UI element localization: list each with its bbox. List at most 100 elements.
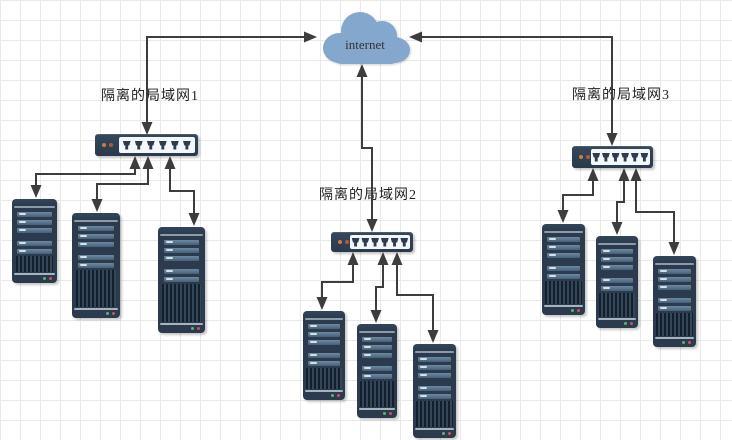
internet-cloud-node[interactable]: internet [318,8,412,68]
vent-grill [545,281,582,304]
ethernet-port-icon [158,140,167,150]
drive-bay-led [310,333,318,335]
switch-port-panel [118,137,195,153]
connector-line [146,36,304,122]
drive-bay [308,332,340,337]
drive-bay [547,253,580,258]
server-node-lan1-2[interactable] [72,213,120,318]
drive-bay-led [165,249,173,251]
switch-node-lan3[interactable] [572,146,653,168]
drive-bay-led [420,358,428,360]
connector-lan1-internet[interactable] [141,31,318,136]
vent-grill [599,293,635,317]
drive-bay-led [660,307,668,309]
connector-switch3-server7[interactable] [557,168,599,223]
server-bottom-trim [543,305,584,307]
connector-switch1-server3[interactable] [164,156,200,226]
server-top-trim [415,351,454,353]
lan-label-2[interactable]: 隔离的局域网2 [319,188,417,203]
server-node-lan2-1[interactable] [303,311,345,400]
drive-bay [308,361,340,366]
power-led-green-icon [43,277,46,280]
drive-bay-led [363,346,371,348]
drive-bay [163,256,200,261]
drive-bay-led [310,341,318,343]
switch-node-lan1[interactable] [95,134,198,156]
connector-switch3-server8[interactable] [611,168,630,235]
arrowhead-icon [129,156,141,169]
drive-bay-led [603,279,611,281]
drive-bay [418,373,451,378]
vent-grill [416,401,453,427]
connector-lan3-internet[interactable] [409,31,618,147]
drive-bay [601,265,633,270]
power-led-red-icon [112,312,115,315]
drive-bay [658,285,691,290]
switch-led-icon [586,155,590,159]
drive-bay [658,306,691,311]
server-bottom-trim [414,428,455,430]
power-led-red-icon [197,327,200,330]
arrowhead-icon [587,168,599,181]
arrowhead-icon [668,242,680,255]
server-node-lan1-1[interactable] [12,199,57,283]
vent-grill [656,313,693,336]
connector-line [375,265,384,310]
power-led-red-icon [688,341,691,344]
connector-switch2-server4[interactable] [316,252,359,310]
ethernet-port-icon [390,237,399,247]
drive-bay-led [310,325,318,327]
server-top-trim [544,231,583,233]
vent-grill [75,270,117,307]
lan-label-1[interactable]: 隔离的局域网1 [101,89,199,104]
drive-bay-led [310,354,318,356]
server-node-lan3-1[interactable] [542,224,585,315]
drive-bay-led [549,254,557,256]
server-node-lan2-3[interactable] [413,344,456,438]
drive-bay-led [79,235,87,237]
connector-switch2-server5[interactable] [370,252,389,323]
ethernet-port-icon [592,152,601,162]
drive-bay [658,277,691,282]
connector-line [616,181,625,222]
drive-bay [547,266,580,271]
arrowhead-icon [370,310,382,323]
drive-bay-led [310,362,318,364]
drive-bay [77,242,115,247]
connector-line [635,181,675,242]
connector-switch2-server6[interactable] [391,252,439,343]
server-top-trim [14,206,55,208]
connector-switch3-server9[interactable] [630,168,680,255]
drive-bay-led [549,246,557,248]
server-node-lan3-2[interactable] [596,236,638,328]
cloud-label: internet [345,37,385,52]
connector-lan2-internet[interactable] [356,64,378,232]
drive-bay-led [603,250,611,252]
power-led-green-icon [331,394,334,397]
drive-bay [77,255,115,260]
connector-line [35,169,136,185]
power-led-green-icon [383,412,386,415]
switch-port-panel [349,235,410,249]
ethernet-port-icon [182,140,191,150]
switch-node-lan2[interactable] [331,232,413,252]
server-node-lan1-3[interactable] [158,227,205,333]
connector-switch1-server1[interactable] [30,156,141,198]
connector-line [321,265,354,297]
drive-bay [658,298,691,303]
vent-grill [161,284,202,322]
server-node-lan2-2[interactable] [357,324,397,418]
drive-bay [17,241,52,246]
drive-bay-led [660,286,668,288]
lan-label-3[interactable]: 隔离的局域网3 [572,88,670,103]
drive-bay [418,365,451,370]
drive-bay-led [79,264,87,266]
drive-bay-led [165,270,173,272]
server-node-lan3-3[interactable] [653,256,696,347]
connector-line [361,77,373,219]
drive-bay [418,357,451,362]
drive-bay-led [165,241,173,243]
connector-switch1-server2[interactable] [91,156,154,212]
drive-bay-led [549,267,557,269]
